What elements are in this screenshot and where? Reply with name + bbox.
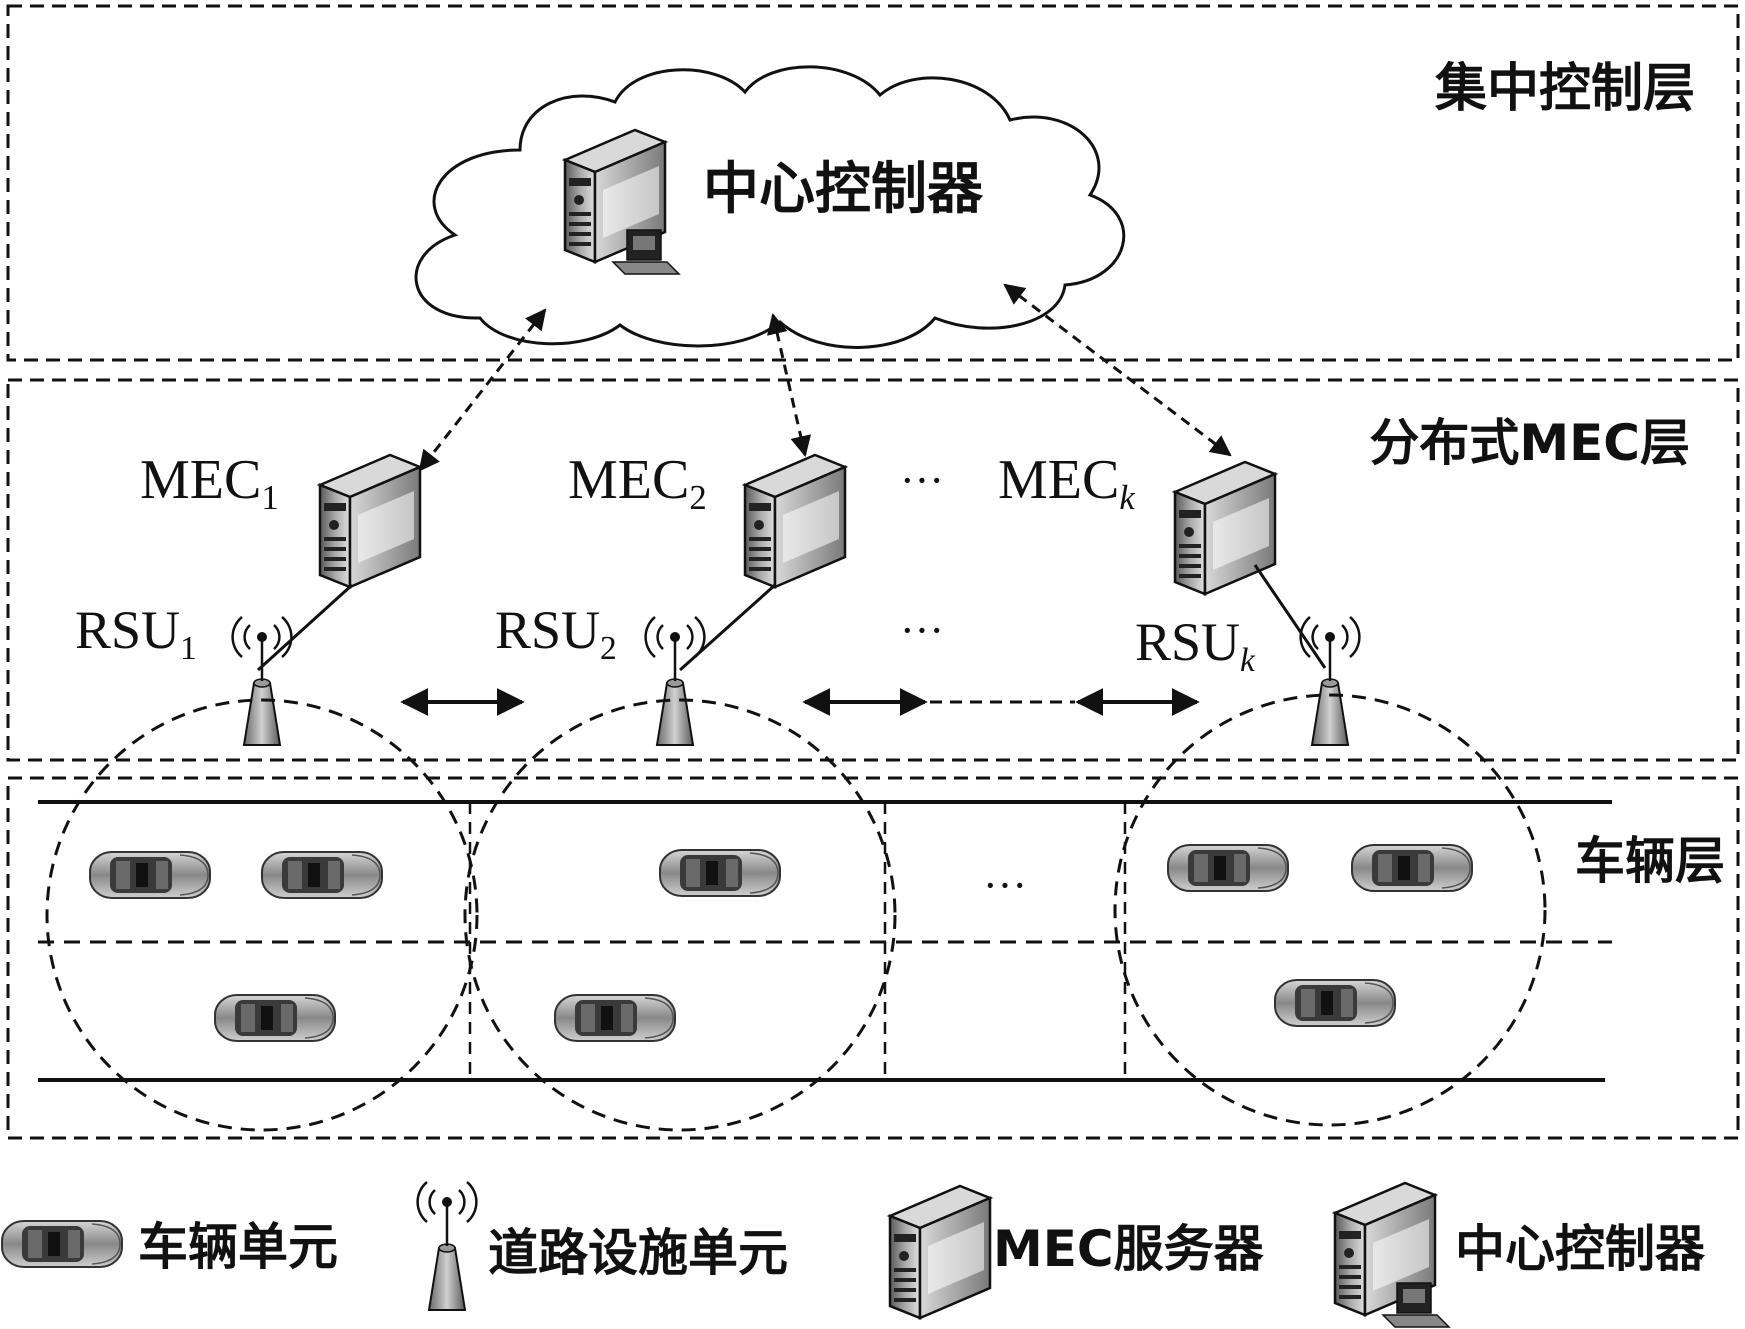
legend-controller-label: 中心控制器 bbox=[1455, 1220, 1706, 1278]
vehicle-7 bbox=[1351, 844, 1473, 892]
rsu-labels: RSU1 RSU2 RSUk bbox=[75, 600, 1256, 679]
mec-labels: MEC1 MEC2 MECk bbox=[140, 449, 1135, 517]
rsu-label-2: RSU2 bbox=[495, 600, 617, 667]
rsuk-coverage bbox=[1113, 693, 1547, 1127]
meck-rsuk-link bbox=[1253, 564, 1327, 669]
mec2-rsu2-link bbox=[678, 583, 777, 672]
vehicle-layer-label: 车辆层 bbox=[1575, 832, 1725, 890]
legend-mec-label: MEC服务器 bbox=[993, 1220, 1265, 1278]
vehicle-5 bbox=[554, 994, 676, 1042]
mec2-server-icon bbox=[743, 453, 847, 589]
rsu2-coverage bbox=[463, 698, 897, 1132]
mec-ellipsis: ··· bbox=[900, 456, 944, 505]
legend-mec-icon bbox=[888, 1184, 992, 1320]
mec-label-3: MECk bbox=[998, 449, 1135, 517]
cloud-meck-link bbox=[1003, 283, 1232, 457]
vehicle-layer-frame bbox=[6, 776, 1740, 1140]
rsu-ellipsis: ··· bbox=[900, 606, 944, 655]
rsuk-tower-icon bbox=[1299, 615, 1361, 747]
central-layer-label: 集中控制层 bbox=[1434, 59, 1695, 119]
vehicle-4 bbox=[659, 849, 781, 897]
distributed-layer-frame bbox=[6, 378, 1740, 762]
legend-rsu-icon bbox=[416, 1180, 478, 1312]
distributed-layer-label: 分布式MEC层 bbox=[1369, 414, 1690, 472]
vehicle-8 bbox=[1274, 979, 1396, 1027]
vehicle-6 bbox=[1167, 844, 1289, 892]
rsu-label-3: RSUk bbox=[1135, 612, 1256, 679]
vehicle-2 bbox=[261, 851, 383, 899]
mec-label-1: MEC1 bbox=[140, 449, 279, 517]
cloud-label: 中心控制器 bbox=[703, 157, 984, 222]
mec-label-2: MEC2 bbox=[568, 449, 707, 517]
legend-vehicle-icon bbox=[1, 1220, 123, 1268]
rsu-label-1: RSU1 bbox=[75, 600, 197, 667]
cloud-mec2-link bbox=[766, 312, 812, 458]
road-ellipsis: ··· bbox=[983, 861, 1027, 910]
vehicle-1 bbox=[89, 851, 211, 899]
legend-controller-icon bbox=[1335, 1183, 1449, 1327]
mec1-server-icon bbox=[318, 453, 422, 589]
rsu1-coverage bbox=[45, 698, 479, 1132]
legend-vehicle-label: 车辆单元 bbox=[138, 1218, 338, 1276]
rsu1-tower-icon bbox=[231, 615, 293, 747]
vehicle-3 bbox=[214, 994, 336, 1042]
central-layer-frame bbox=[6, 4, 1740, 362]
legend-rsu-label: 道路设施单元 bbox=[488, 1224, 788, 1282]
rsu2-tower-icon bbox=[644, 615, 706, 747]
mec1-rsu1-link bbox=[256, 583, 354, 672]
